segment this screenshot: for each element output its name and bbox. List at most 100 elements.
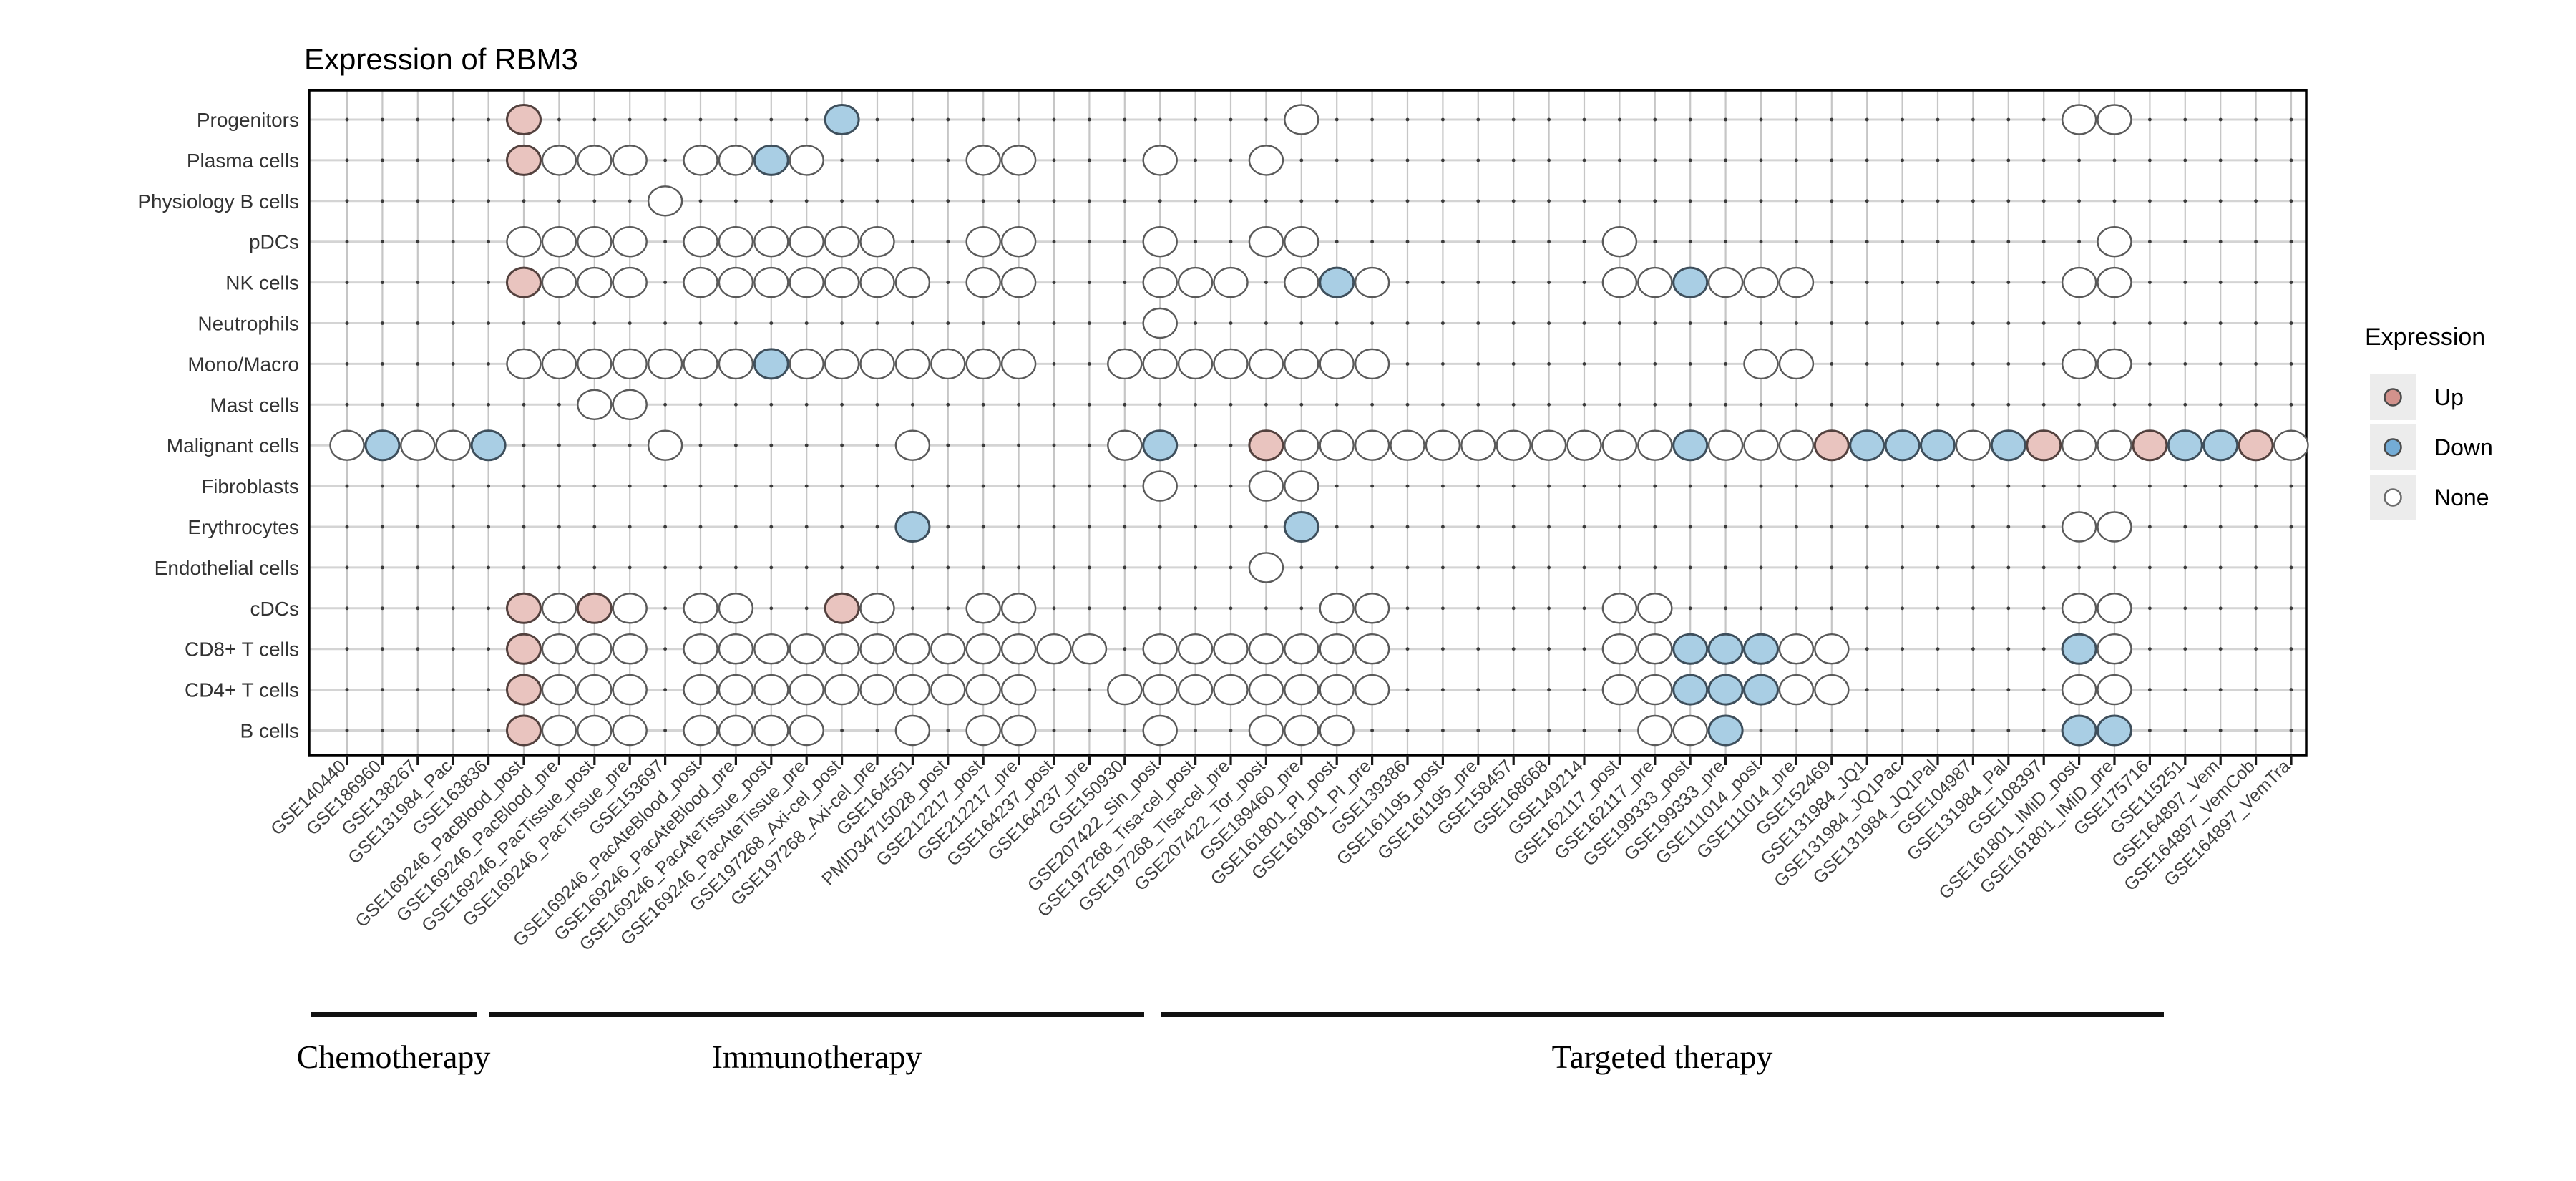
grid-intersection-dot	[2218, 606, 2223, 611]
expression-dot-none	[894, 266, 931, 298]
expression-dot-none	[1354, 266, 1390, 298]
grid-intersection-dot	[1052, 443, 1056, 447]
grid-intersection-dot	[416, 199, 420, 203]
expression-dot-up	[506, 592, 542, 624]
expression-dot-none	[1107, 348, 1143, 380]
expression-dot-down	[1707, 674, 1744, 706]
grid-intersection-dot	[1052, 362, 1056, 366]
legend-item-label: None	[2434, 485, 2489, 510]
expression-dot-none	[683, 593, 718, 624]
grid-intersection-dot	[2254, 321, 2258, 325]
grid-intersection-dot	[487, 362, 490, 366]
expression-dot-up	[2026, 429, 2062, 462]
grid-intersection-dot	[2218, 199, 2223, 203]
grid-intersection-dot	[2148, 688, 2152, 691]
grid-intersection-dot	[2183, 647, 2187, 651]
grid-intersection-dot	[1194, 321, 1197, 325]
grid-intersection-dot	[1370, 484, 1374, 488]
grid-intersection-dot	[1759, 321, 1763, 325]
grid-intersection-dot	[698, 321, 703, 325]
grid-intersection-dot	[1441, 525, 1445, 529]
expression-dot-none	[1778, 266, 1815, 298]
grid-intersection-dot	[1052, 565, 1056, 570]
grid-intersection-dot	[345, 362, 349, 366]
y-axis-label: Neutrophils	[197, 313, 299, 335]
grid-intersection-dot	[1547, 158, 1551, 162]
grid-intersection-dot	[1476, 484, 1480, 488]
grid-intersection-dot	[345, 606, 349, 611]
grid-intersection-dot	[1370, 729, 1374, 732]
grid-intersection-dot	[1511, 729, 1516, 732]
grid-intersection-dot	[1830, 240, 1834, 244]
expression-dot-none	[1142, 226, 1178, 258]
grid-intersection-dot	[2289, 281, 2293, 284]
grid-intersection-dot	[911, 606, 914, 611]
grid-intersection-dot	[946, 321, 950, 325]
grid-intersection-dot	[1405, 484, 1410, 488]
grid-intersection-dot	[946, 525, 950, 529]
grid-intersection-dot	[628, 321, 632, 325]
grid-intersection-dot	[1052, 606, 1056, 611]
grid-intersection-dot	[1547, 606, 1551, 611]
grid-intersection-dot	[1936, 729, 1940, 732]
grid-intersection-dot	[2254, 158, 2258, 162]
grid-intersection-dot	[1795, 402, 1798, 407]
grid-intersection-dot	[840, 525, 844, 529]
expression-dot-none	[577, 348, 613, 380]
grid-intersection-dot	[2112, 199, 2117, 203]
grid-intersection-dot	[416, 525, 420, 529]
grid-intersection-dot	[946, 443, 950, 447]
expression-dot-up	[2132, 429, 2168, 462]
expression-dot-none	[718, 266, 754, 298]
expression-dot-none	[1601, 593, 1638, 624]
grid-intersection-dot	[840, 199, 844, 203]
grid-intersection-dot	[1052, 117, 1056, 122]
grid-intersection-dot	[1123, 240, 1127, 244]
grid-intersection-dot	[2041, 362, 2046, 366]
grid-intersection-dot	[1264, 402, 1268, 407]
grid-intersection-dot	[2289, 647, 2293, 651]
expression-dot-none	[2097, 511, 2132, 543]
grid-intersection-dot	[981, 443, 985, 447]
grid-intersection-dot	[2289, 606, 2293, 611]
grid-intersection-dot	[1123, 321, 1127, 325]
grid-intersection-dot	[663, 565, 667, 570]
grid-intersection-dot	[1441, 402, 1445, 407]
grid-intersection-dot	[2254, 484, 2258, 488]
grid-intersection-dot	[1511, 240, 1516, 244]
grid-intersection-dot	[1618, 402, 1621, 407]
grid-intersection-dot	[487, 688, 490, 691]
grid-intersection-dot	[2289, 240, 2293, 244]
y-axis-label: Fibroblasts	[201, 475, 299, 497]
grid-intersection-dot	[557, 199, 561, 203]
grid-intersection-dot	[1653, 158, 1657, 162]
grid-intersection-dot	[875, 321, 879, 325]
grid-intersection-dot	[487, 199, 490, 203]
expression-dot-none	[1142, 145, 1178, 176]
grid-intersection-dot	[592, 443, 597, 447]
expression-dot-none	[965, 226, 1001, 258]
grid-intersection-dot	[2006, 525, 2011, 529]
grid-intersection-dot	[1865, 606, 1869, 611]
grid-intersection-dot	[2112, 565, 2117, 570]
grid-intersection-dot	[628, 443, 632, 447]
grid-intersection-dot	[628, 565, 632, 570]
grid-intersection-dot	[1971, 321, 1975, 325]
grid-intersection-dot	[2183, 688, 2187, 691]
grid-intersection-dot	[1618, 565, 1621, 570]
grid-intersection-dot	[557, 402, 561, 407]
expression-dot-none	[1778, 429, 1815, 461]
expression-dot-none	[1177, 674, 1214, 706]
y-axis-label: Physiology B cells	[137, 190, 299, 213]
grid-intersection-dot	[1618, 158, 1621, 162]
expression-dot-none	[2273, 429, 2309, 461]
grid-intersection-dot	[522, 565, 526, 570]
grid-intersection-dot	[557, 443, 561, 447]
grid-intersection-dot	[734, 484, 738, 488]
expression-dot-none	[541, 714, 577, 747]
expression-dot-up	[576, 592, 613, 624]
expression-dot-none	[2061, 348, 2097, 380]
grid-intersection-dot	[557, 484, 561, 488]
grid-intersection-dot	[1441, 321, 1445, 325]
